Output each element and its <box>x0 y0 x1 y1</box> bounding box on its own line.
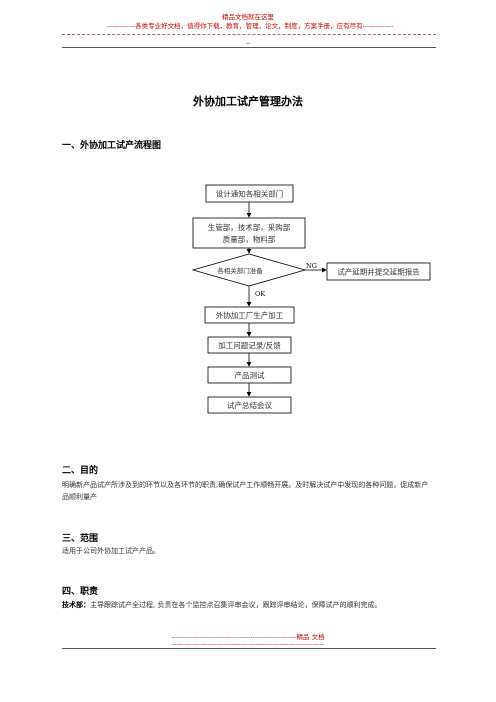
flow-box-delay-report <box>326 262 431 281</box>
section-3-heading: 三、范围 <box>62 534 99 544</box>
flow-label-ng: NG <box>306 262 317 270</box>
header-small-text: -- <box>245 40 251 47</box>
flow-box-summary <box>207 396 292 414</box>
section-4-text: 技术部：主导跟踪试产全过程, 负责在各个监控点召集评审会议，跟踪评审结论，保障试… <box>62 599 434 611</box>
flow-text-departments-1: 生管部，技术部，采购部 <box>208 222 291 232</box>
flow-text-issue-log: 加工问题记录/反馈 <box>218 340 281 350</box>
flow-text-production: 外协加工厂生产加工 <box>216 310 284 320</box>
flow-box-notify <box>205 184 294 203</box>
flow-box-testing <box>207 366 292 384</box>
flowchart: 设计通知各相关部门 生管部，技术部，采购部 质量部，物料部 各相关部门准备 NG… <box>191 184 431 414</box>
flow-box-issue-log <box>207 336 292 354</box>
section-4-heading: 四、职责 <box>62 587 99 597</box>
footer-rule <box>62 648 436 649</box>
header-title: 精品文档就在这里 <box>222 13 274 21</box>
section-3-text: 适用于公司外协加工试产产品。 <box>62 547 160 555</box>
section-4-label: 技术部： <box>62 600 90 609</box>
flow-text-departments-2: 质量部，物料部 <box>223 234 276 244</box>
document-title: 外协加工试产管理办法 <box>193 95 303 108</box>
flow-text-summary: 试产总结会议 <box>227 400 272 410</box>
header-banner: -------------各类专业好文档，值得你下载，教育，管理，论文，制度，方… <box>106 22 394 30</box>
footer-line-1: ----------------------------------------… <box>171 633 325 641</box>
header-divider <box>62 34 436 35</box>
section-2-heading: 二、目的 <box>62 466 99 476</box>
flow-label-ok: OK <box>255 290 265 298</box>
flow-text-notify: 设计通知各相关部门 <box>216 189 284 199</box>
flow-box-production <box>204 306 295 324</box>
section-2-text: 明确新产品试产所涉及到的环节以及各环节的职责,确保试产工作顺畅开展。及时解决试产… <box>62 481 429 501</box>
footer-line-2: ----------------------------------------… <box>172 640 324 648</box>
flow-text-delay-report: 试产延期并提交延期报告 <box>337 267 420 277</box>
flow-text-testing: 产品测试 <box>235 370 265 380</box>
flow-text-decision: 各相关部门准备 <box>217 266 263 275</box>
header-rule <box>62 47 436 48</box>
section-1-heading: 一、外协加工试产流程图 <box>62 141 162 151</box>
section-4-body: 主导跟踪试产全过程, 负责在各个监控点召集评审会议，跟踪评审结论，保障试产的顺利… <box>90 601 382 609</box>
